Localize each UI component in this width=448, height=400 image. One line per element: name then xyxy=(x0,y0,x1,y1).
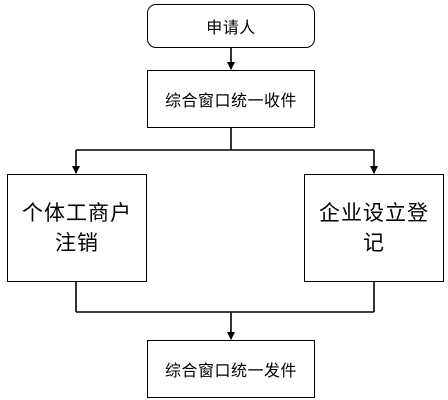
node-individual-business-cancellation: 个体工商户注销 xyxy=(7,174,147,282)
node-applicant: 申请人 xyxy=(147,4,315,48)
node-unified-intake: 综合窗口统一收件 xyxy=(147,70,315,128)
node-individual-business-cancellation-label: 个体工商户注销 xyxy=(22,201,132,255)
node-unified-dispatch: 综合窗口统一发件 xyxy=(147,340,315,398)
node-applicant-label: 申请人 xyxy=(206,18,256,37)
node-unified-dispatch-label: 综合窗口统一发件 xyxy=(164,361,297,380)
node-enterprise-registration-label: 企业设立登记 xyxy=(319,201,429,255)
node-unified-intake-label: 综合窗口统一收件 xyxy=(164,91,297,110)
node-enterprise-registration: 企业设立登记 xyxy=(304,174,444,282)
